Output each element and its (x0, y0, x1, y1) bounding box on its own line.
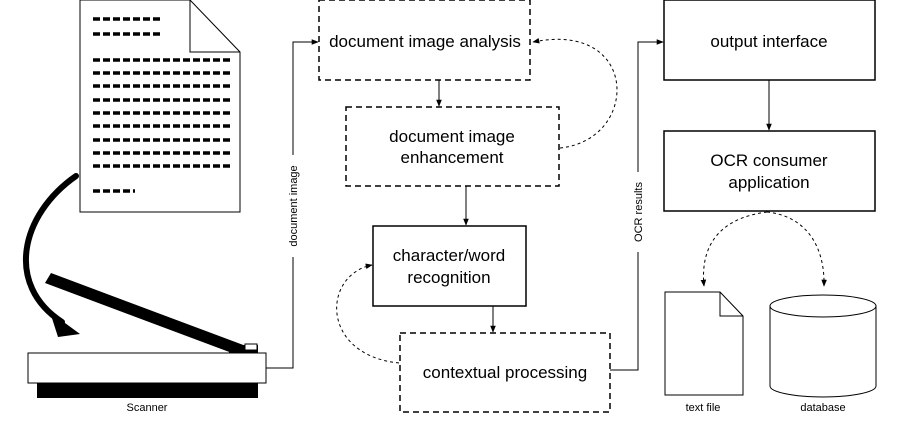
middle-flow-arrows (436, 80, 496, 333)
document-image-enhancement-box: document image enhancement (345, 106, 560, 187)
document-image-enhancement-line2: enhancement (400, 148, 503, 167)
document-image-analysis-label: document image analysis (329, 32, 521, 51)
feedback-arrows (336, 37, 618, 364)
ocr-consumer-application-line1: OCR consumer (710, 151, 827, 170)
ocr-consumer-application-box: OCR consumer application (663, 130, 876, 212)
contextual-processing-label: contextual processing (423, 363, 587, 382)
output-split-arrows (700, 211, 827, 287)
output-interface-box: output interface (663, 0, 876, 81)
curved-arrow-icon (23, 173, 80, 337)
character-word-recognition-line1: character/word (393, 246, 505, 265)
document-page-icon (79, 0, 241, 213)
document-image-analysis-box: document image analysis (318, 0, 531, 81)
document-image-label: document image (288, 165, 300, 246)
ocr-consumer-application-line2: application (728, 173, 809, 192)
character-word-recognition-line2: recognition (407, 268, 490, 287)
text-file-icon (664, 291, 744, 396)
ocr-results-label: OCR results (633, 182, 645, 242)
document-image-enhancement-line1: document image (389, 127, 515, 146)
scanner-icon (27, 273, 267, 398)
output-interface-label: output interface (710, 32, 827, 51)
scanner-label: Scanner (127, 402, 168, 414)
text-file-label: text file (686, 402, 721, 414)
database-icon (769, 294, 877, 398)
database-label: database (800, 402, 845, 414)
character-word-recognition-box: character/word recognition (372, 225, 527, 307)
contextual-processing-box: contextual processing (399, 332, 611, 413)
